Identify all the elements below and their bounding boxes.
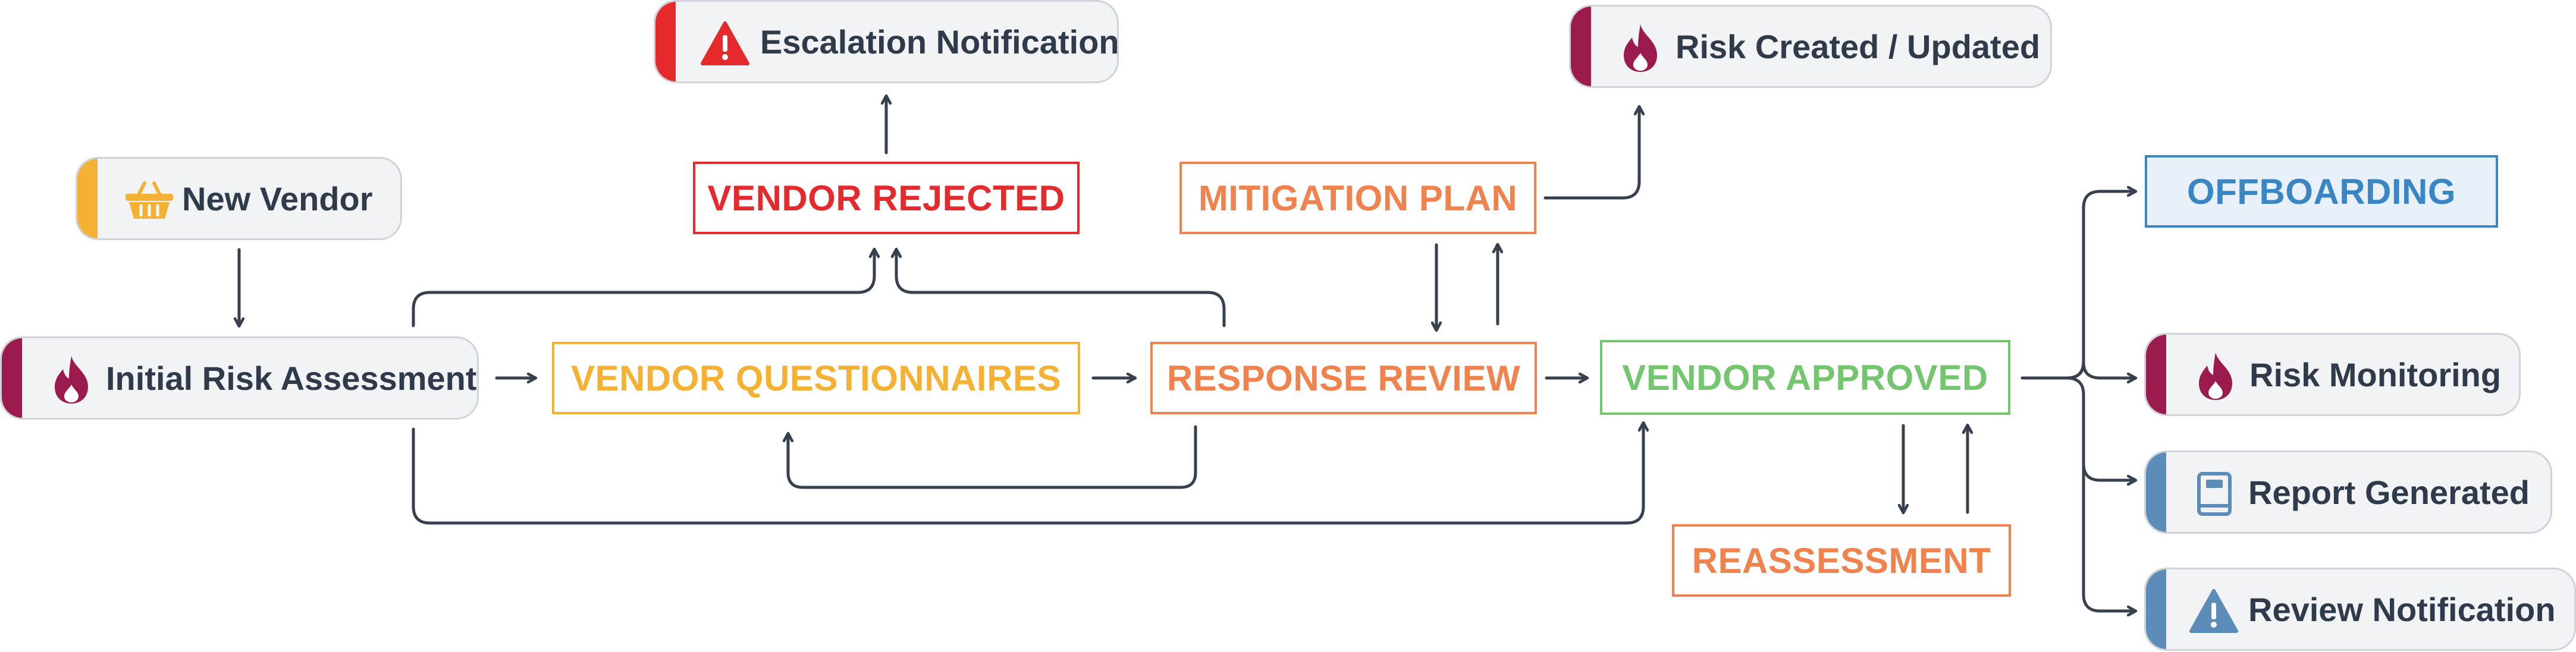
basket-icon [122, 179, 177, 221]
offboarding-box[interactable]: OFFBOARDING [2145, 155, 2498, 228]
review-notification-label: Review Notification [2248, 590, 2556, 628]
arrow-approved-to-report [2065, 361, 2135, 378]
warning-icon [2189, 587, 2239, 635]
initial-risk-assessment-label: Initial Risk Assessment [106, 359, 477, 397]
review-notification-node[interactable]: Review Notification [2144, 568, 2576, 651]
flame-icon [2194, 351, 2238, 401]
arrow-initial-to-rejected [412, 250, 874, 327]
vendor-questionnaires-box[interactable]: VENDOR QUESTIONNAIRES [552, 342, 1080, 414]
node-color-stripe [2, 338, 22, 418]
report-generated-label: Report Generated [2248, 473, 2530, 511]
arrow-approved-to-offboarding [2020, 191, 2135, 380]
book-icon [2195, 470, 2234, 518]
initial-risk-assessment-node[interactable]: Initial Risk Assessment [0, 336, 479, 420]
flame-icon [1618, 23, 1662, 73]
new-vendor-label: New Vendor [182, 179, 373, 218]
risk-monitoring-label: Risk Monitoring [2249, 355, 2502, 393]
risk-created-updated-label: Risk Created / Updated [1676, 27, 2041, 65]
arrow-review-to-questionnaires [788, 425, 1197, 489]
flame-icon [49, 355, 93, 405]
node-color-stripe [1571, 7, 1591, 86]
vendor-rejected-box[interactable]: VENDOR REJECTED [693, 162, 1080, 234]
node-color-stripe [2146, 569, 2166, 649]
node-color-stripe [2146, 452, 2166, 532]
arrow-initial-to-approved [412, 423, 1643, 525]
new-vendor-node[interactable]: New Vendor [76, 157, 402, 240]
vendor-approved-box[interactable]: VENDOR APPROVED [1600, 340, 2010, 415]
arrow-mitigation-to-risk [1543, 107, 1639, 200]
escalation-notification-node[interactable]: Escalation Notification [654, 0, 1119, 83]
reassessment-box[interactable]: REASSESSMENT [1672, 524, 2011, 597]
risk-created-updated-node[interactable]: Risk Created / Updated [1569, 5, 2052, 88]
risk-monitoring-node[interactable]: Risk Monitoring [2144, 333, 2521, 416]
arrow-approved-to-risk-monitoring [2065, 376, 2135, 480]
arrow-review-to-rejected [896, 250, 1226, 327]
response-review-box[interactable]: RESPONSE REVIEW [1150, 342, 1537, 414]
node-color-stripe [655, 2, 676, 81]
node-color-stripe [77, 159, 98, 238]
escalation-notification-label: Escalation Notification [760, 23, 1119, 61]
warning-icon [700, 20, 750, 67]
mitigation-plan-box[interactable]: MITIGATION PLAN [1179, 162, 1536, 234]
arrow-approved-to-review-notification [2082, 462, 2135, 611]
report-generated-node[interactable]: Report Generated [2144, 451, 2552, 534]
node-color-stripe [2146, 335, 2166, 414]
